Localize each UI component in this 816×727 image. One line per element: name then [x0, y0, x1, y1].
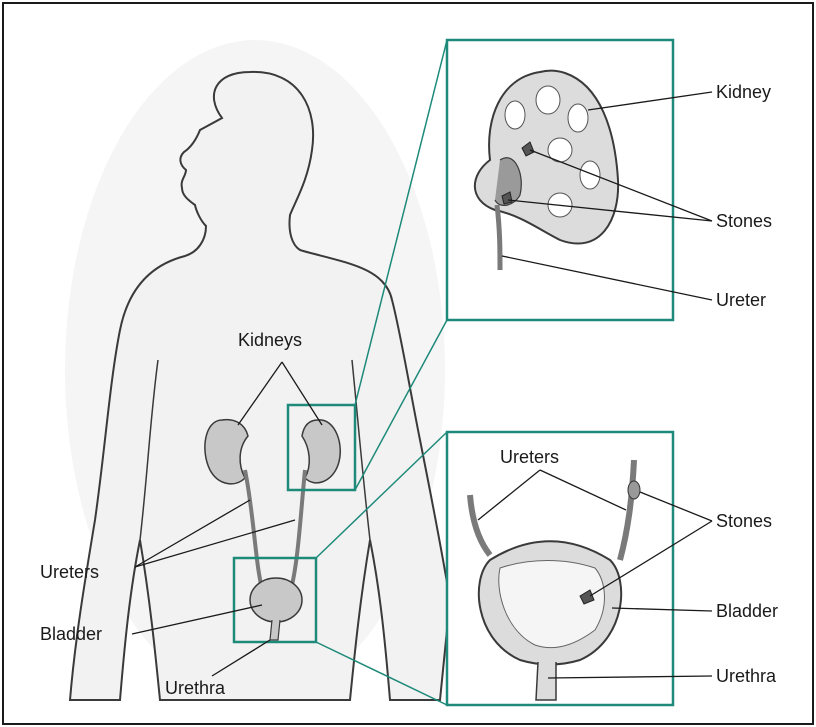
label-kidneys: Kidneys — [238, 330, 302, 350]
label-stones-top: Stones — [716, 211, 772, 231]
ureter-stone-icon — [628, 481, 640, 499]
label-ureters-left: Ureters — [40, 562, 99, 582]
label-ureters-bottom: Ureters — [500, 447, 559, 467]
label-ureter-right: Ureter — [716, 290, 766, 310]
label-kidney-right: Kidney — [716, 82, 771, 102]
label-stones-bottom: Stones — [716, 511, 772, 531]
label-urethra-left: Urethra — [165, 678, 225, 698]
label-bladder-right: Bladder — [716, 601, 778, 621]
label-urethra-right: Urethra — [716, 666, 776, 686]
right-kidney-icon — [302, 420, 340, 483]
label-bladder-left: Bladder — [40, 624, 102, 644]
